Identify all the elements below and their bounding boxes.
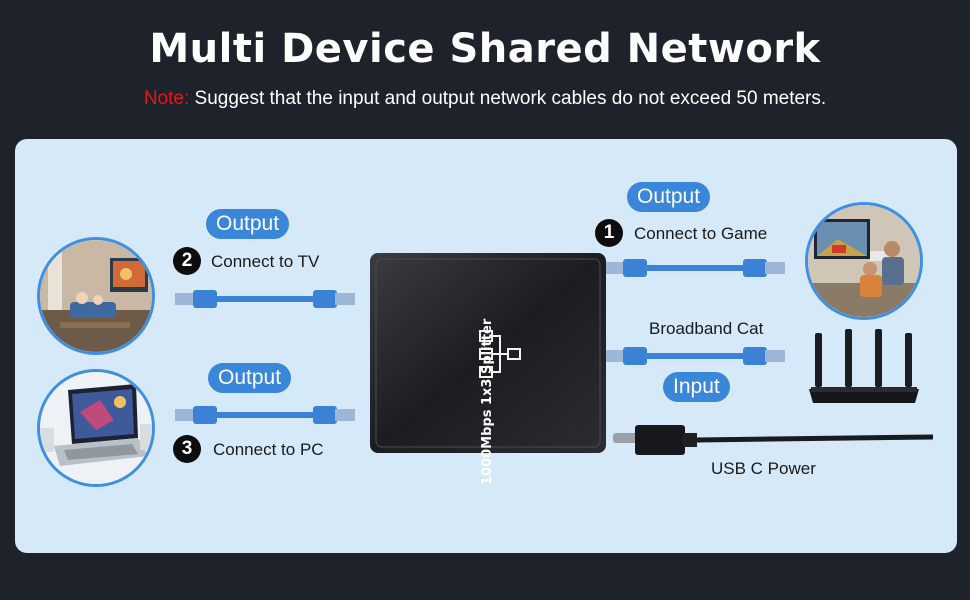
ethernet-cable-input — [605, 347, 785, 365]
gaming-photo-icon — [805, 202, 923, 320]
output-tag-game: Output — [627, 182, 711, 212]
output-tag-pc: Output — [208, 363, 292, 393]
splitter-label: 1000Mbps 1x3 Splitter — [480, 318, 495, 485]
note-line: Note: Suggest that the input and output … — [0, 88, 970, 110]
ethernet-cable-pc — [175, 406, 355, 424]
connect-game-label: Connect to Game — [634, 224, 768, 243]
laptop-photo-icon — [37, 369, 155, 487]
number-badge-2: 2 — [173, 247, 201, 275]
connect-tv-label: Connect to TV — [211, 252, 320, 271]
note-label: Note: — [143, 88, 190, 109]
tv-room-photo-icon — [37, 237, 155, 355]
number-badge-3: 3 — [173, 435, 201, 463]
network-splitter-device — [370, 253, 606, 453]
number-badge-1: 1 — [595, 219, 623, 247]
connect-pc-label: Connect to PC — [213, 440, 324, 459]
usb-c-power-label: USB C Power — [711, 459, 816, 478]
input-tag: Input — [663, 372, 730, 402]
output-tag-tv: Output — [206, 209, 290, 239]
note-text: Suggest that the input and output networ… — [189, 88, 827, 109]
usb-c-cable-icon — [613, 425, 933, 455]
diagram-panel: 1000Mbps 1x3 Splitter Output 2 Connect t… — [15, 139, 957, 553]
page-title: Multi Device Shared Network — [149, 26, 821, 72]
ethernet-cable-tv — [175, 290, 355, 308]
router-icon — [809, 329, 919, 403]
broadband-cat-label: Broadband Cat — [649, 319, 764, 338]
ethernet-cable-game — [605, 259, 785, 277]
